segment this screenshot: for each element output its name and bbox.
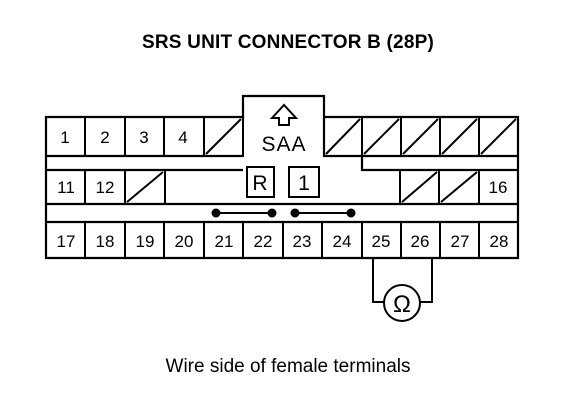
pin-label: 25 <box>372 232 391 251</box>
pin-row-2 <box>45 169 519 205</box>
ohm-icon: Ω <box>393 291 411 318</box>
pin-label: 2 <box>100 128 109 147</box>
pin-label: 19 <box>136 232 155 251</box>
pin-13-unused-slash <box>126 171 164 203</box>
pin-5-unused-slash <box>205 118 242 155</box>
pin-label: 26 <box>411 232 430 251</box>
shorting-bars <box>211 208 356 218</box>
connector-key-label: SAA <box>261 133 306 156</box>
marker-label-1: 1 <box>298 172 310 195</box>
pin-10-unused-slash <box>480 118 517 155</box>
pin-label: 3 <box>139 128 148 147</box>
diagram-caption: Wire side of female terminals <box>165 356 411 377</box>
pin-6-unused-slash <box>325 118 361 155</box>
pin-7-unused-slash <box>363 118 400 155</box>
marker-label-r: R <box>252 172 267 195</box>
pin-label: 16 <box>489 178 508 197</box>
pin-9-unused-slash <box>441 118 478 155</box>
pin-label: 28 <box>490 232 509 251</box>
pin-labels: 1 2 3 4 11 12 16 17 18 19 20 21 22 23 24… <box>57 128 509 251</box>
short-bar-21-22-end <box>267 208 277 218</box>
pin-label: 18 <box>96 232 115 251</box>
diagram-title: SRS UNIT CONNECTOR B (28P) <box>142 32 434 53</box>
short-bar-23-24-end <box>290 208 300 218</box>
pin-label: 4 <box>178 128 187 147</box>
pin-row-1 <box>45 116 519 157</box>
pin-label: 17 <box>57 232 76 251</box>
pin-row-3 <box>45 221 519 259</box>
ohmmeter-lead-25 <box>372 258 385 303</box>
pin-label: 22 <box>254 232 273 251</box>
pin-label: 23 <box>293 232 312 251</box>
pin-cell-5 <box>203 116 244 157</box>
pin-label: 20 <box>175 232 194 251</box>
pin-label: 21 <box>215 232 234 251</box>
connector-marker-boxes <box>246 166 320 198</box>
short-bar-21-22-end <box>211 208 221 218</box>
pin-8-unused-slash <box>402 118 439 155</box>
pin-label: 27 <box>451 232 470 251</box>
pin-15-unused-slash <box>440 171 478 203</box>
pin-label: 24 <box>333 232 352 251</box>
ohmmeter-lead-28 <box>420 258 433 303</box>
marker-box-r <box>246 166 275 198</box>
ohmmeter-circle <box>383 284 421 322</box>
marker-box-1 <box>288 166 320 198</box>
arrow-up-icon <box>269 103 299 126</box>
ohmmeter <box>372 258 433 322</box>
pin-cell-16 <box>478 169 519 205</box>
pin-label: 11 <box>57 178 75 197</box>
short-bar-23-24-end <box>346 208 356 218</box>
pin-label: 1 <box>60 128 69 147</box>
pin-cell-28 <box>478 221 519 259</box>
pin-14-unused-slash <box>401 171 438 203</box>
pin-cell-10 <box>478 116 519 157</box>
pin-label: 12 <box>96 178 115 197</box>
pin-cell-13 <box>124 169 166 205</box>
